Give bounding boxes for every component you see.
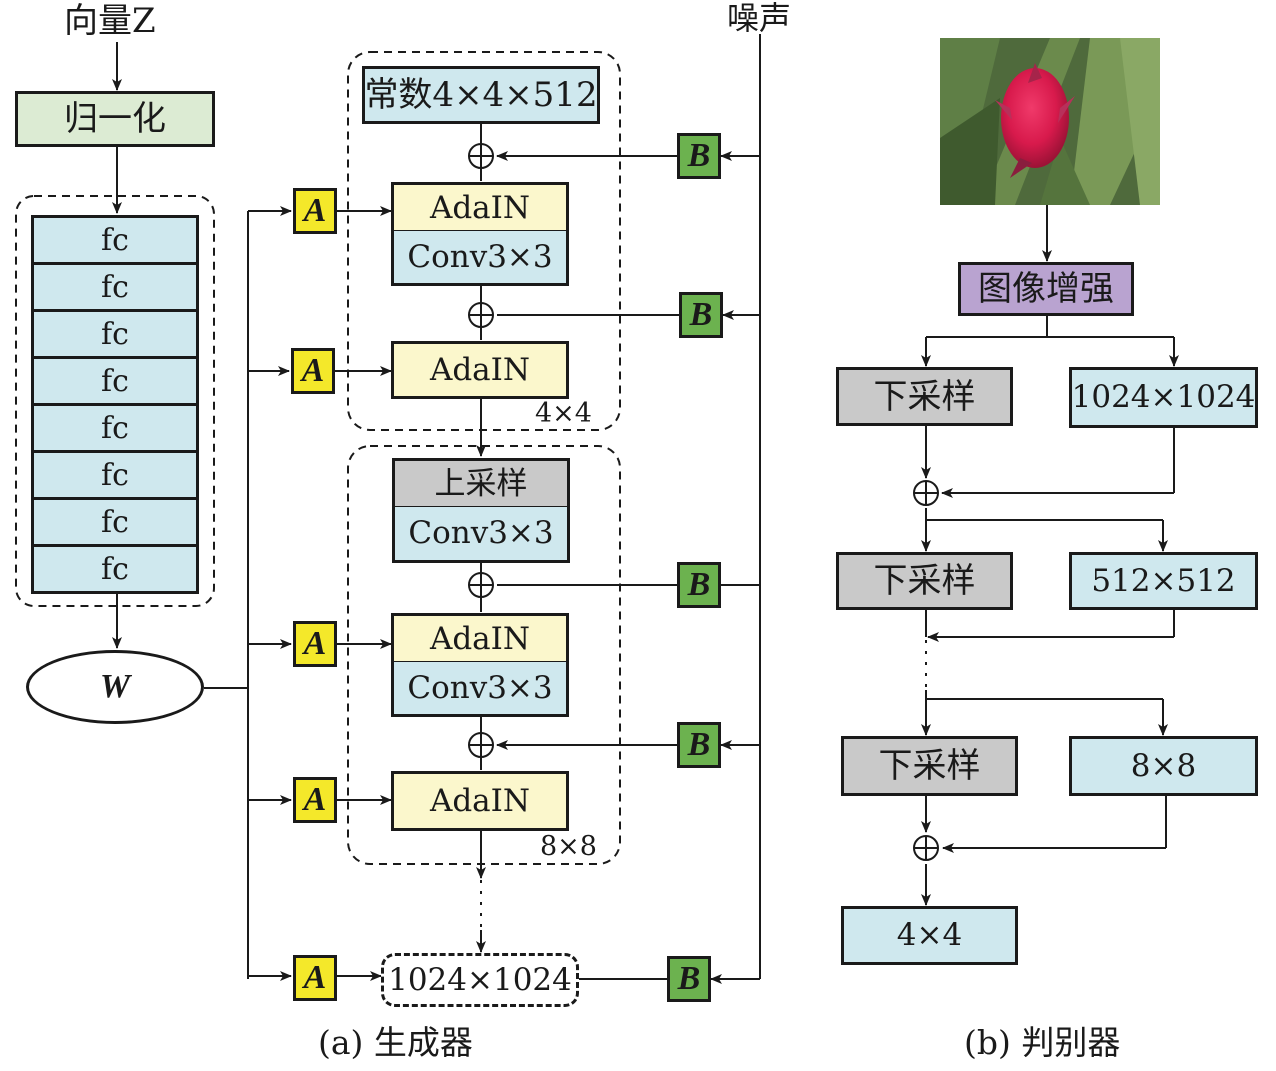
block-8x8-label: 8×8 bbox=[540, 831, 597, 862]
resolution-box: 1024×1024 bbox=[1069, 367, 1258, 428]
noise-b-tag: B bbox=[677, 722, 721, 768]
noise-b-tag: B bbox=[667, 956, 711, 1002]
add-node-icon bbox=[468, 572, 494, 598]
generator-caption: (a) 生成器 bbox=[318, 1023, 473, 1062]
noise-b-tag: B bbox=[679, 292, 723, 338]
final-output-box: 1024×1024 bbox=[381, 953, 579, 1007]
adain-box: AdaIN bbox=[391, 341, 569, 399]
add-node-icon bbox=[468, 143, 494, 169]
fc-layer: fc bbox=[34, 453, 196, 500]
upsample-box: 上采样 bbox=[392, 458, 570, 508]
conv-box: Conv3×3 bbox=[391, 230, 569, 286]
block-4x4-label: 4×4 bbox=[535, 398, 592, 429]
style-a-tag: A bbox=[293, 621, 337, 667]
resolution-box: 8×8 bbox=[1069, 736, 1258, 796]
style-a-tag: A bbox=[293, 777, 337, 823]
add-node-icon bbox=[468, 302, 494, 328]
discriminator-caption: (b) 判别器 bbox=[964, 1023, 1121, 1062]
adain-box: AdaIN bbox=[391, 771, 569, 831]
noise-b-tag: B bbox=[677, 562, 721, 608]
output-box: 4×4 bbox=[841, 906, 1018, 965]
fc-layer: fc bbox=[34, 265, 196, 312]
input-image bbox=[940, 38, 1160, 205]
adain-box: AdaIN bbox=[391, 182, 569, 232]
fc-layer: fc bbox=[34, 218, 196, 265]
mapping-network: fc fc fc fc fc fc fc fc bbox=[31, 215, 199, 594]
fc-layer: fc bbox=[34, 547, 196, 591]
style-a-tag: A bbox=[293, 955, 337, 1001]
fc-layer: fc bbox=[34, 406, 196, 453]
conv-box: Conv3×3 bbox=[391, 661, 569, 717]
conv-box: Conv3×3 bbox=[392, 506, 570, 563]
input-vector-label: 向量Z bbox=[64, 1, 156, 41]
add-node-icon bbox=[913, 480, 939, 506]
const-input-box: 常数4×4×512 bbox=[362, 66, 600, 124]
downsample-box: 下采样 bbox=[841, 736, 1018, 796]
noise-label: 噪声 bbox=[727, 0, 792, 37]
fc-layer: fc bbox=[34, 359, 196, 406]
augment-box: 图像增强 bbox=[958, 262, 1134, 316]
fc-layer: fc bbox=[34, 312, 196, 359]
resolution-box: 512×512 bbox=[1069, 552, 1258, 610]
latent-w: W bbox=[26, 650, 204, 724]
normalize-box: 归一化 bbox=[15, 91, 215, 147]
style-a-tag: A bbox=[291, 348, 335, 394]
noise-b-tag: B bbox=[677, 133, 721, 179]
fc-layer: fc bbox=[34, 500, 196, 547]
add-node-icon bbox=[468, 732, 494, 758]
adain-box: AdaIN bbox=[391, 613, 569, 663]
downsample-box: 下采样 bbox=[836, 552, 1013, 610]
style-a-tag: A bbox=[293, 188, 337, 234]
add-node-icon bbox=[913, 835, 939, 861]
downsample-box: 下采样 bbox=[836, 367, 1013, 426]
